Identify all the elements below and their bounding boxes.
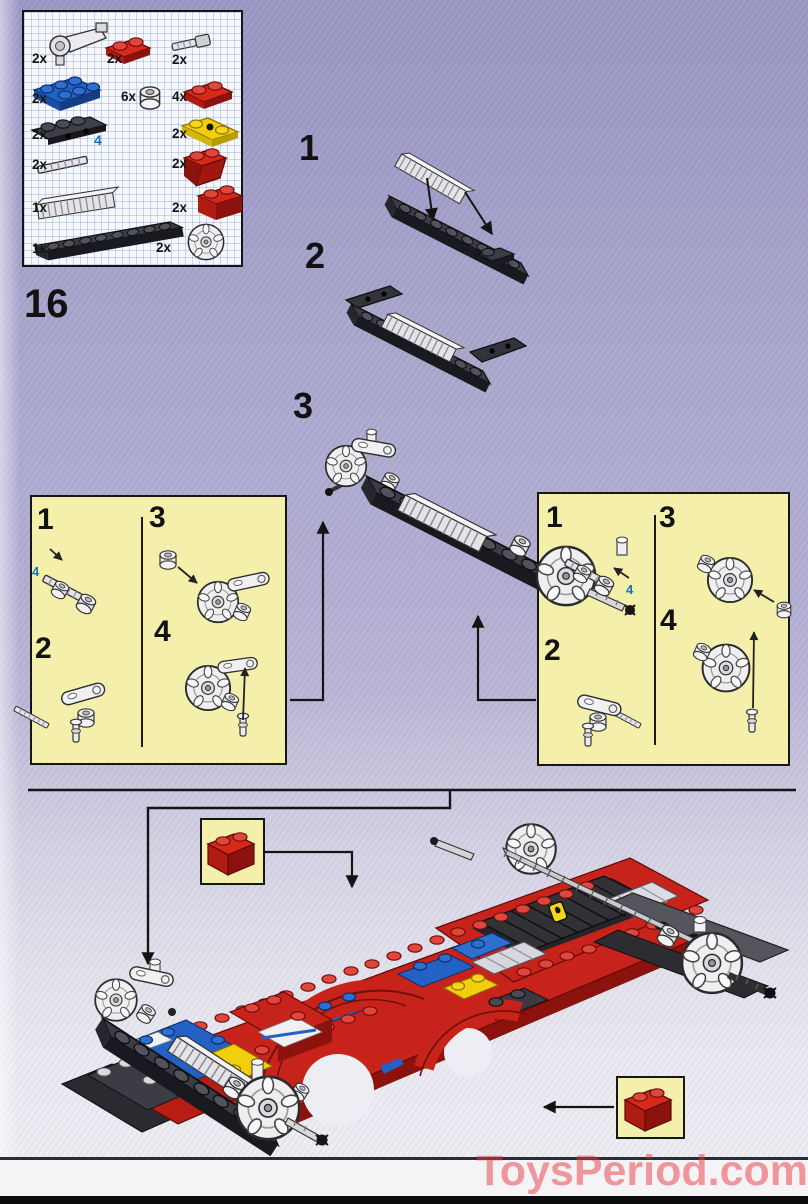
part-count: 2x bbox=[32, 51, 48, 66]
page-left-edge-highlight bbox=[0, 0, 20, 1160]
part-count: 1x bbox=[32, 241, 48, 256]
step-1-label: 1 bbox=[299, 127, 320, 168]
part-count: 2x bbox=[172, 156, 188, 171]
step-2-label: 2 bbox=[305, 235, 326, 276]
parts-axle-length-label: 4 bbox=[94, 132, 102, 148]
left-box-substep-2-label: 2 bbox=[35, 632, 52, 665]
right-box-substep-1-label: 1 bbox=[546, 501, 563, 534]
part-count: 4x bbox=[172, 89, 188, 104]
right-box-axle-length-label: 4 bbox=[626, 582, 634, 597]
watermark: ToysPeriod.com bbox=[476, 1147, 808, 1195]
part-count: 2x bbox=[172, 126, 188, 141]
callout-box-bottom-brick bbox=[616, 1076, 685, 1139]
part-count: 2x bbox=[172, 200, 188, 215]
left-box-substep-4-label: 4 bbox=[154, 615, 171, 648]
part-count: 1x bbox=[32, 200, 48, 215]
page-bottom-strip bbox=[0, 1160, 808, 1196]
left-box-axle-length-label: 4 bbox=[32, 564, 40, 579]
left-box-substep-3-label: 3 bbox=[149, 501, 166, 534]
bottom-black-bar bbox=[0, 1196, 808, 1204]
left-box-substep-1-label: 1 bbox=[37, 503, 54, 536]
page-bottom-edge-line bbox=[0, 1157, 808, 1160]
step-3-label: 3 bbox=[293, 385, 314, 426]
part-count: 2x bbox=[32, 127, 48, 142]
right-box-substep-3-label: 3 bbox=[659, 501, 676, 534]
callout-box-top-brick bbox=[200, 818, 265, 885]
page-step-number: 16 bbox=[24, 282, 69, 326]
part-count: 2x bbox=[156, 240, 172, 255]
part-count: 2x bbox=[32, 91, 48, 106]
part-count: 2x bbox=[172, 52, 188, 67]
parts-inventory-box bbox=[22, 10, 243, 267]
part-count: 2x bbox=[32, 157, 48, 172]
part-count: 2x bbox=[107, 51, 123, 66]
right-box-substep-4-label: 4 bbox=[660, 604, 677, 637]
right-box-substep-2-label: 2 bbox=[544, 634, 561, 667]
part-count: 6x bbox=[121, 89, 137, 104]
